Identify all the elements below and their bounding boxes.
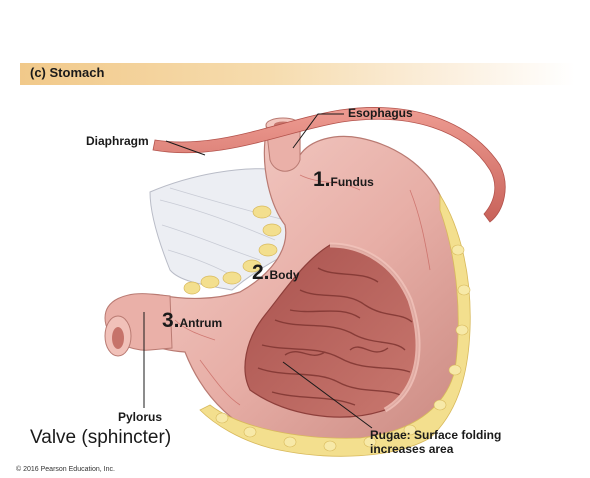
label-diaphragm: Diaphragm	[86, 134, 149, 148]
body-number: 2.	[252, 261, 270, 284]
label-antrum: 3.Antrum	[162, 309, 222, 333]
fundus-word: Fundus	[330, 175, 374, 189]
fat-lesser-curvature	[183, 205, 282, 295]
leader-diaphragm	[165, 140, 206, 156]
antrum-word: Antrum	[179, 316, 223, 330]
label-fundus: 1.Fundus	[313, 168, 374, 192]
antrum-number: 3.	[162, 309, 180, 332]
copyright-notice: © 2016 Pearson Education, Inc.	[16, 466, 115, 473]
label-esophagus: Esophagus	[348, 106, 413, 120]
title-bar: (c) Stomach	[20, 63, 575, 85]
label-rugae: Rugae: Surface folding increases area	[370, 428, 501, 456]
label-body: 2.Body	[252, 261, 300, 285]
diaphragm-band	[152, 107, 506, 223]
label-valve-sphincter: Valve (sphincter)	[30, 427, 172, 448]
body-word: Body	[269, 268, 300, 282]
figure-title: (c) Stomach	[30, 65, 105, 80]
rugae-line-2: increases area	[370, 442, 454, 456]
leader-esophagus	[292, 113, 344, 149]
leader-rugae	[282, 361, 373, 429]
fundus-number: 1.	[313, 168, 331, 191]
rugae-line-1: Rugae: Surface folding	[370, 428, 502, 442]
rugae-folds	[257, 267, 413, 406]
label-pylorus: Pylorus	[118, 410, 163, 424]
